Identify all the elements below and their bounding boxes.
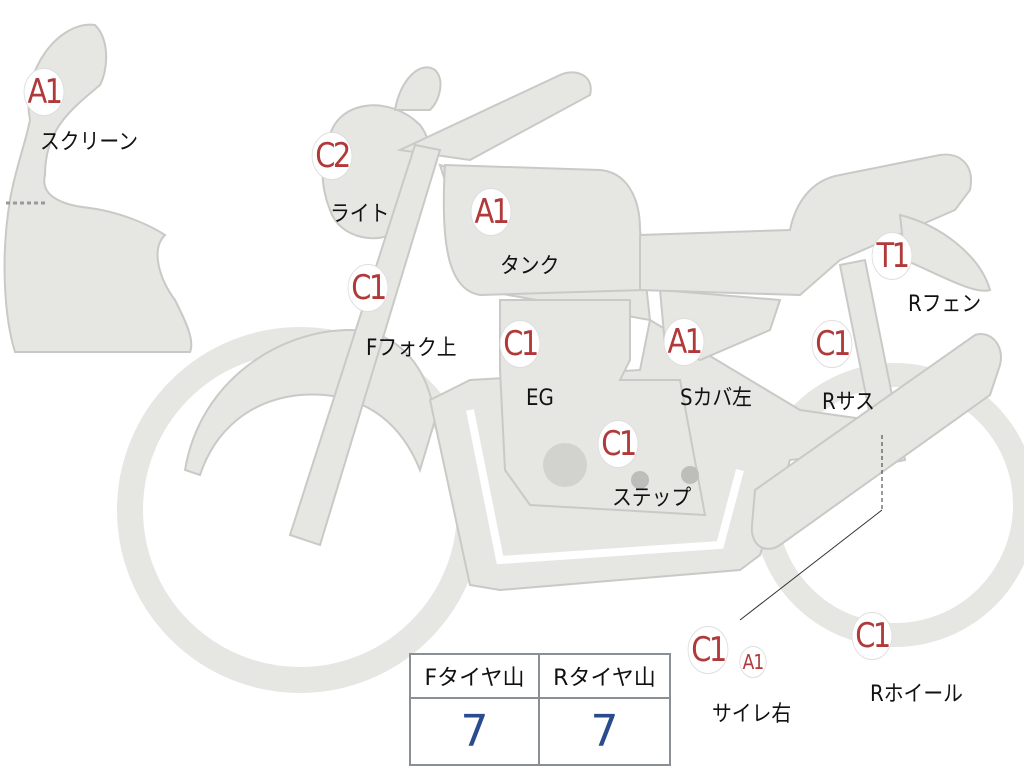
step-peg-left: [631, 471, 649, 489]
seat-part: [639, 153, 972, 297]
damage-code-rear-wheel: C1: [851, 612, 893, 660]
damage-code-muffler-secondary: A1: [739, 646, 767, 678]
part-label-step: ステップ: [612, 486, 692, 511]
part-label-screen: スクリーン: [40, 130, 139, 155]
damage-code-screen: A1: [23, 68, 65, 116]
damage-code-muffler: C1: [687, 626, 729, 674]
damage-code-side-cover: A1: [663, 318, 705, 366]
tyre-tread-table: Fタイヤ山 Rタイヤ山 7 7: [409, 653, 671, 766]
damage-code-rear-shock: C1: [811, 320, 853, 368]
rear-fender-part: [898, 213, 992, 292]
mirror-part: [393, 66, 442, 111]
part-label-engine: EG: [526, 386, 554, 411]
part-label-front-fork: Fフォク上: [366, 336, 457, 361]
damage-code-rear-fender: T1: [871, 232, 913, 280]
damage-code-engine: C1: [499, 320, 541, 368]
damage-code-step: C1: [597, 420, 639, 468]
damage-code-front-fork: C1: [347, 264, 389, 312]
damage-code-light: C2: [311, 132, 353, 180]
part-label-light: ライト: [330, 202, 390, 227]
part-label-rear-fender: Rフェン: [908, 292, 982, 317]
damage-code-tank: A1: [470, 188, 512, 236]
part-label-tank: タンク: [500, 254, 560, 279]
muffler-leader-line: [739, 509, 883, 621]
part-label-side-cover: Sカバ左: [680, 386, 752, 411]
rear-tyre-value: 7: [590, 706, 619, 757]
part-label-rear-shock: Rサス: [822, 390, 875, 415]
part-label-muffler: サイレ右: [712, 702, 792, 727]
front-fork-part: [288, 143, 442, 547]
front-tyre-header: Fタイヤ山: [411, 655, 540, 699]
handlebar-part: [396, 71, 592, 162]
muffler-part: [750, 333, 1002, 550]
step-peg-right: [681, 466, 699, 484]
rear-tyre-header: Rタイヤ山: [540, 655, 669, 699]
front-tyre-value: 7: [411, 699, 540, 764]
engine-cover: [543, 443, 587, 487]
part-label-rear-wheel: Rホイール: [870, 682, 963, 707]
